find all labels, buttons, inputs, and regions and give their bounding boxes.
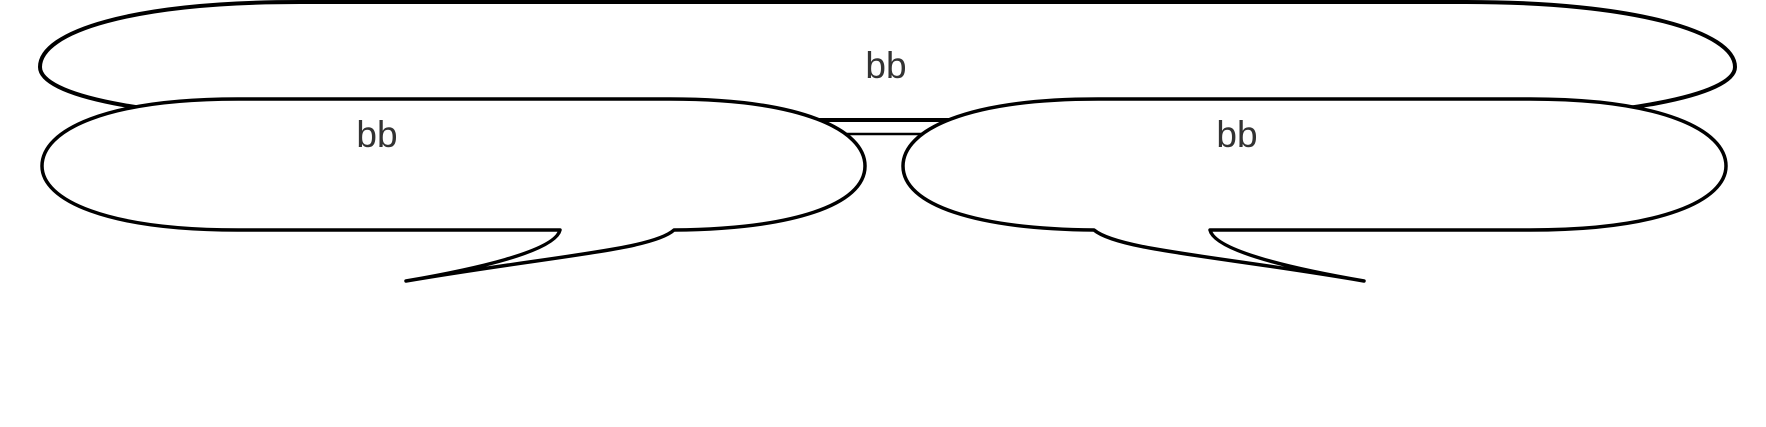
left-bubble-label: bb [356, 114, 397, 155]
right-bubble-label: bb [1216, 114, 1257, 155]
right-bubble-shape [901, 97, 1728, 283]
right-bubble[interactable]: bb [901, 97, 1728, 283]
left-bubble[interactable]: bb [40, 97, 867, 283]
top-bubble-label: bb [865, 45, 906, 86]
left-bubble-shape [40, 97, 867, 283]
